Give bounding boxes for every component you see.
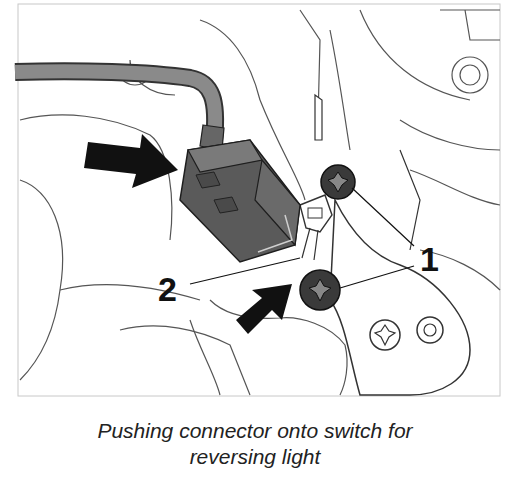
push-arrow [236,284,292,334]
screws [300,165,355,310]
caption: Pushing connector onto switch for revers… [65,418,445,471]
connector [180,140,300,262]
direction-arrows [84,134,292,334]
callout-number: 1 [420,242,439,276]
reversing-light-switch [300,195,332,260]
leader-lines [190,188,414,288]
push-arrow [84,134,178,188]
mounting-bracket [315,95,470,395]
callout-number: 2 [158,272,177,306]
cable [15,71,224,150]
